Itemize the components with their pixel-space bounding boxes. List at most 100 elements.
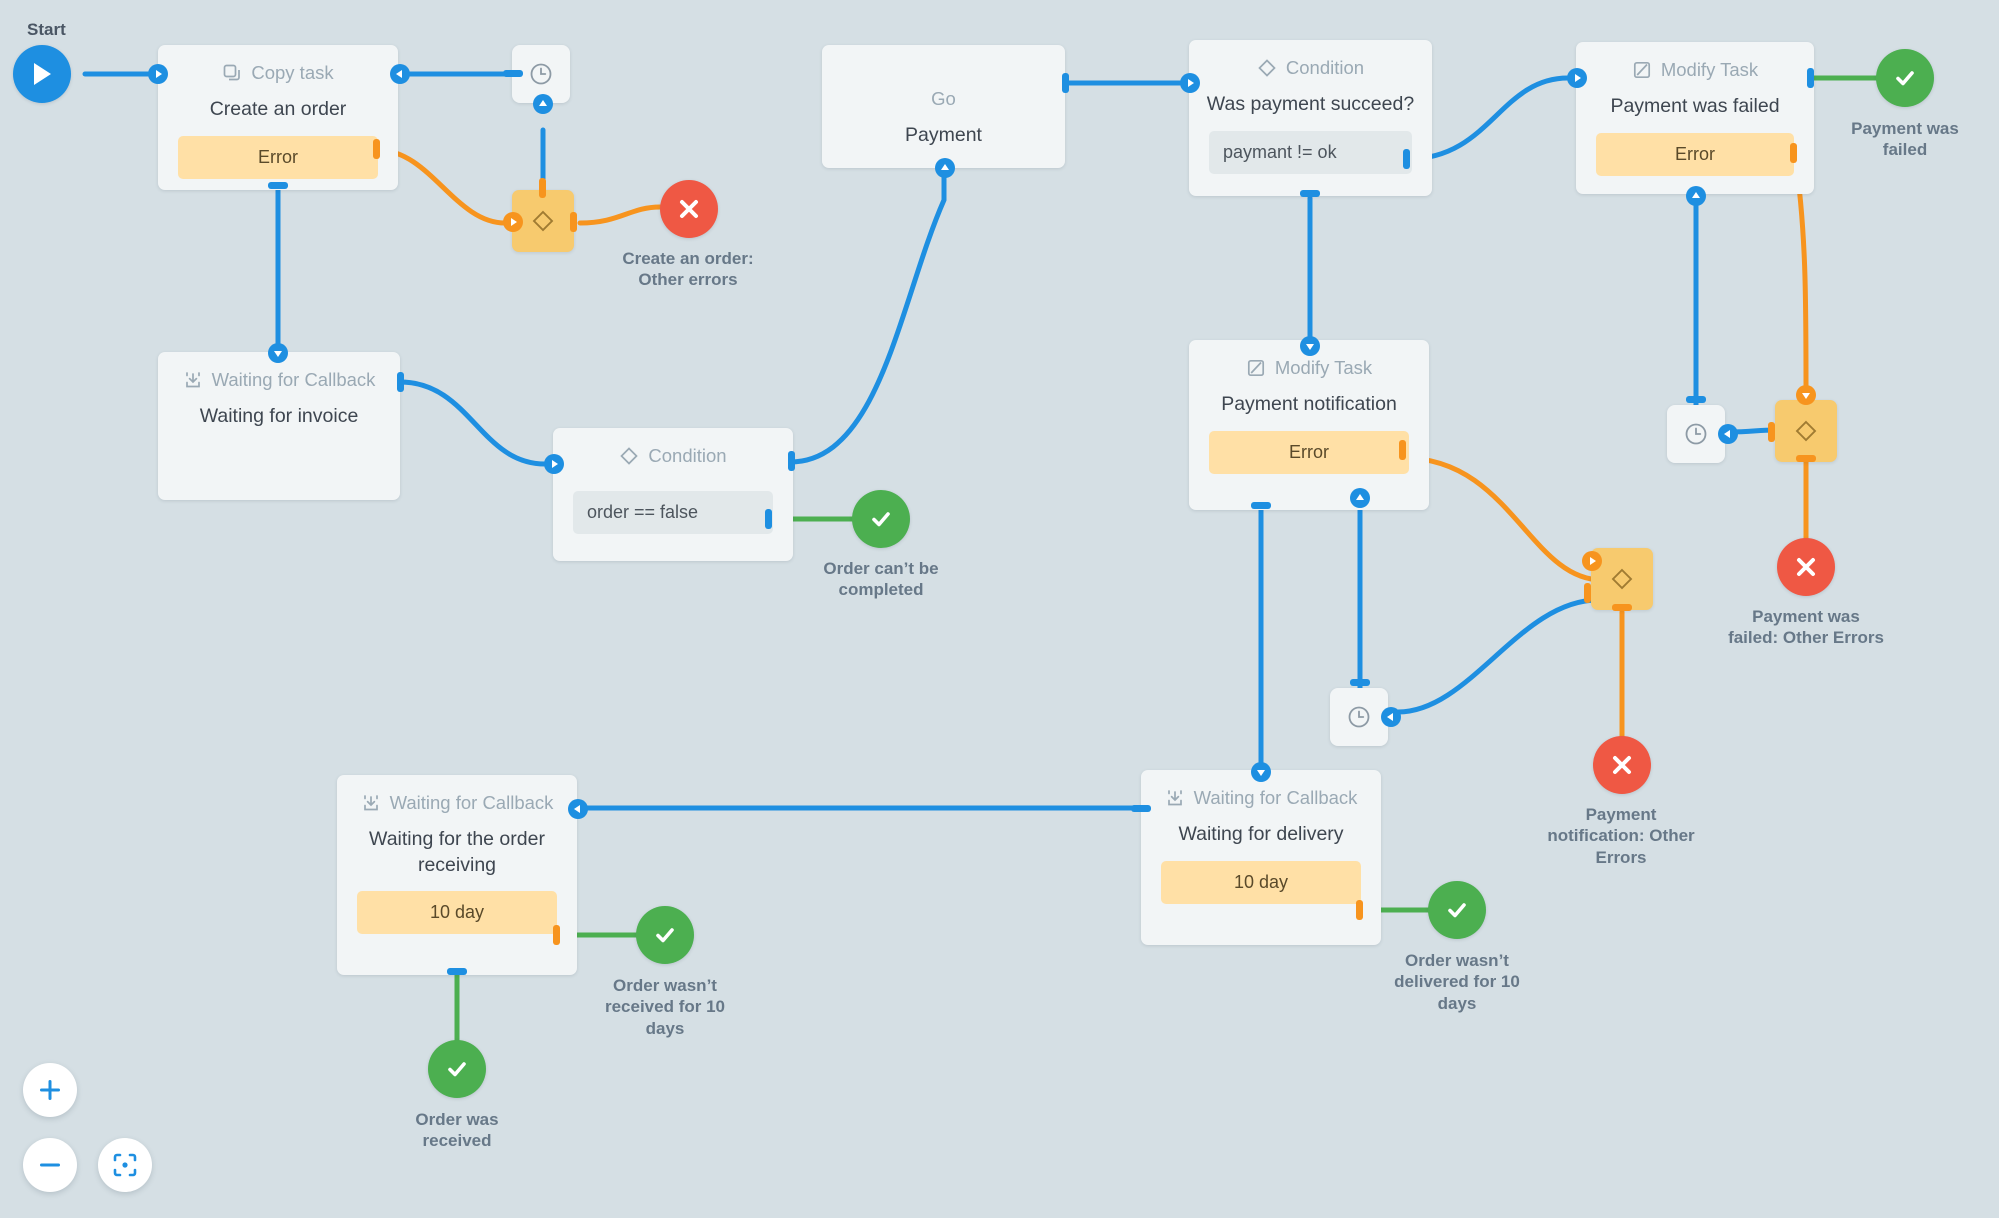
node-type-text: Waiting for Callback [389, 792, 554, 813]
port-out-condition-order[interactable] [788, 451, 795, 471]
terminal-order-received[interactable] [428, 1040, 486, 1098]
port-out-gate-payment-failed[interactable] [1796, 455, 1816, 462]
port-top-gate-create[interactable] [539, 178, 546, 198]
port-bottom-left-modify-payment-notification[interactable] [1251, 502, 1271, 509]
port-out-create-order[interactable] [390, 64, 410, 84]
port-out-waiting-invoice[interactable] [397, 372, 404, 392]
port-error-modify-payment-failed[interactable] [1790, 143, 1797, 163]
node-waiting-order-receiving[interactable]: Waiting for Callback Waiting for the ord… [337, 775, 577, 975]
fit-view-button[interactable] [98, 1138, 152, 1192]
check-icon [1448, 903, 1466, 918]
port-in-create-order[interactable] [148, 64, 168, 84]
node-type-text: Condition [648, 445, 727, 466]
port-in-condition-order[interactable] [544, 454, 564, 474]
port-out-timer-mid[interactable] [1381, 707, 1401, 727]
port-out-condition-payment[interactable] [1403, 149, 1410, 169]
node-chip-duration[interactable]: 10 day [357, 891, 557, 935]
port-in-timer-top[interactable] [503, 70, 523, 77]
terminal-order-not-received[interactable] [636, 906, 694, 964]
port-left-gate-payment-failed[interactable] [1768, 422, 1775, 442]
port-true-condition-order[interactable] [765, 509, 772, 529]
port-in-waiting-delivery[interactable] [1251, 762, 1271, 782]
close-icon [1613, 756, 1631, 774]
node-type-text: Condition [1285, 57, 1365, 78]
terminal-payment-failed-other-errors[interactable] [1777, 538, 1835, 596]
node-title: Waiting for invoice [199, 404, 359, 427]
port-error-create-order[interactable] [373, 139, 380, 159]
edit-icon [1247, 360, 1264, 377]
node-chip-error[interactable]: Error [178, 135, 378, 179]
check-icon [656, 928, 674, 943]
port-error-modify-payment-notification[interactable] [1399, 440, 1406, 460]
port-bottom-create-order[interactable] [268, 182, 288, 189]
node-type-label: Copy task [222, 61, 334, 86]
port-out-gate-create[interactable] [570, 212, 577, 232]
start-node[interactable] [13, 45, 71, 103]
node-go-payment[interactable]: Go Payment [822, 45, 1065, 168]
port-in-timer-mid[interactable] [1350, 679, 1370, 686]
port-in-modify-payment-failed[interactable] [1567, 68, 1587, 88]
minus-icon [40, 1163, 60, 1167]
node-condition-order[interactable]: Condition order == false [553, 428, 793, 561]
node-condition-expression[interactable]: paymant != ok [1209, 130, 1412, 174]
timer-node-mid[interactable] [1330, 688, 1388, 746]
port-in-gate-payment-notification[interactable] [1582, 551, 1602, 571]
terminal-order-cant-be-completed[interactable] [852, 490, 910, 548]
node-type-label: Waiting for Callback [183, 368, 375, 393]
terminal-payment-notification-other-errors[interactable] [1593, 736, 1651, 794]
check-icon [448, 1062, 466, 1077]
node-type-label: Condition [1257, 56, 1364, 81]
node-condition-payment[interactable]: Condition Was payment succeed? paymant !… [1189, 40, 1432, 196]
callback-icon [1167, 790, 1182, 806]
node-condition-expression[interactable]: order == false [573, 490, 773, 534]
port-timeout-waiting-delivery[interactable] [1356, 900, 1363, 920]
port-out-timer-right[interactable] [1718, 424, 1738, 444]
node-create-order[interactable]: Copy task Create an order Error [158, 45, 398, 190]
port-in-waiting-order-receiving[interactable] [568, 799, 588, 819]
port-left-gate-payment-notification[interactable] [1584, 583, 1591, 603]
terminal-order-not-delivered[interactable] [1428, 881, 1486, 939]
port-bottom-modify-payment-notification[interactable] [1350, 488, 1370, 508]
port-in-modify-payment-notification[interactable] [1300, 336, 1320, 356]
node-modify-payment-notification[interactable]: Modify Task Payment notification Error [1189, 340, 1429, 510]
port-timeout-waiting-order-receiving[interactable] [553, 925, 560, 945]
node-title: Waiting for delivery [1178, 822, 1344, 845]
port-bottom-modify-payment-failed[interactable] [1686, 186, 1706, 206]
port-bottom-condition-payment[interactable] [1300, 190, 1320, 197]
node-title: Was payment succeed? [1206, 92, 1415, 115]
port-out-go-payment[interactable] [1062, 73, 1069, 93]
port-in-timer-right[interactable] [1686, 396, 1706, 403]
node-chip-error[interactable]: Error [1209, 430, 1409, 474]
port-in-waiting-invoice[interactable] [268, 343, 288, 363]
clock-icon [1685, 423, 1707, 445]
port-in-condition-payment[interactable] [1180, 73, 1200, 93]
diamond-icon [1795, 420, 1817, 442]
zoom-in-button[interactable] [23, 1063, 77, 1117]
zoom-out-button[interactable] [23, 1138, 77, 1192]
port-out-gate-payment-notification[interactable] [1612, 604, 1632, 611]
timer-node-right[interactable] [1667, 405, 1725, 463]
port-in-go-payment[interactable] [935, 158, 955, 178]
node-type-text: Modify Task [1274, 357, 1373, 378]
diamond-icon [1258, 59, 1276, 78]
clock-icon [1348, 706, 1370, 728]
terminal-label: Payment was failed [1851, 119, 1959, 160]
port-out-timer-top[interactable] [533, 94, 553, 114]
port-out-modify-payment-failed[interactable] [1807, 68, 1814, 88]
gate-payment-failed[interactable] [1775, 400, 1837, 462]
node-waiting-delivery[interactable]: Waiting for Callback Waiting for deliver… [1141, 770, 1381, 945]
diamond-icon [620, 447, 639, 466]
node-chip-duration[interactable]: 10 day [1161, 860, 1361, 904]
node-type-text: Copy task [251, 62, 334, 83]
node-chip-error[interactable]: Error [1596, 132, 1794, 176]
port-bottom-waiting-order-receiving[interactable] [447, 968, 467, 975]
port-in-gate-payment-failed[interactable] [1796, 385, 1816, 405]
node-modify-payment-failed[interactable]: Modify Task Payment was failed Error [1576, 42, 1814, 194]
port-in-gate-create[interactable] [503, 212, 523, 232]
diamond-icon [532, 210, 554, 232]
terminal-create-order-other-errors[interactable] [660, 180, 718, 238]
node-waiting-invoice[interactable]: Waiting for Callback Waiting for invoice [158, 352, 400, 500]
port-left-waiting-delivery[interactable] [1131, 805, 1151, 812]
terminal-payment-was-failed[interactable] [1876, 49, 1934, 107]
